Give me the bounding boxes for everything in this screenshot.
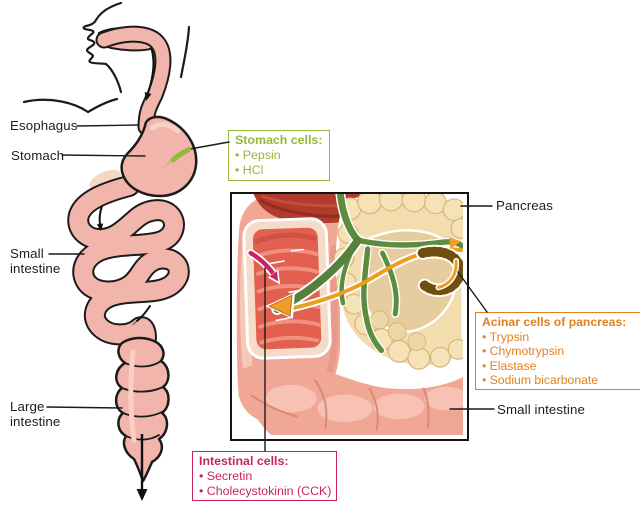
list-item: Secretin bbox=[199, 469, 332, 484]
intestinal-cells-arrow bbox=[246, 249, 281, 285]
bottom-intestine-band bbox=[241, 360, 463, 435]
label-small-intestine-right: Small intestine bbox=[497, 402, 585, 417]
callout-intestinal-cells-list: Secretin Cholecystokinin (CCK) bbox=[199, 469, 332, 499]
label-stomach: Stomach bbox=[11, 148, 65, 163]
callout-stomach-cells-title: Stomach cells: bbox=[235, 133, 323, 147]
label-large-intestine: Large intestine bbox=[10, 399, 61, 429]
list-item: Cholecystokinin (CCK) bbox=[199, 484, 332, 499]
callout-acinar-cells: Acinar cells of pancreas: Trypsin Chymot… bbox=[475, 312, 640, 390]
label-esophagus: Esophagus bbox=[10, 118, 78, 133]
list-item: Pepsin bbox=[235, 148, 325, 163]
label-small-intestine-left: Small intestine bbox=[10, 246, 61, 276]
esophagus-shape bbox=[95, 25, 172, 136]
inset-illustration bbox=[232, 194, 463, 435]
callout-intestinal-cells-title: Intestinal cells: bbox=[199, 454, 289, 468]
stomach-shape bbox=[120, 115, 198, 198]
small-intestine-shape bbox=[67, 175, 190, 349]
list-item: Chymotrypsin bbox=[482, 344, 637, 359]
list-item: HCl bbox=[235, 163, 325, 178]
inset-box bbox=[230, 192, 469, 441]
callout-acinar-cells-list: Trypsin Chymotrypsin Elastase Sodium bic… bbox=[482, 330, 637, 388]
label-pancreas: Pancreas bbox=[496, 198, 553, 213]
callout-acinar-cells-title: Acinar cells of pancreas: bbox=[482, 315, 627, 329]
list-item: Sodium bicarbonate bbox=[482, 373, 637, 388]
pancreatic-duct-arrow bbox=[265, 292, 295, 319]
list-item: Elastase bbox=[482, 359, 637, 374]
large-intestine-shape bbox=[114, 336, 170, 483]
callout-intestinal-cells: Intestinal cells: Secretin Cholecystokin… bbox=[192, 451, 337, 501]
callout-stomach-cells: Stomach cells: Pepsin HCl bbox=[228, 130, 330, 181]
head-profile bbox=[22, 1, 191, 114]
list-item: Trypsin bbox=[482, 330, 637, 345]
esophagus-arrow bbox=[144, 46, 155, 101]
large-intestine-exit-arrow bbox=[136, 434, 148, 501]
callout-stomach-cells-list: Pepsin HCl bbox=[235, 148, 325, 178]
